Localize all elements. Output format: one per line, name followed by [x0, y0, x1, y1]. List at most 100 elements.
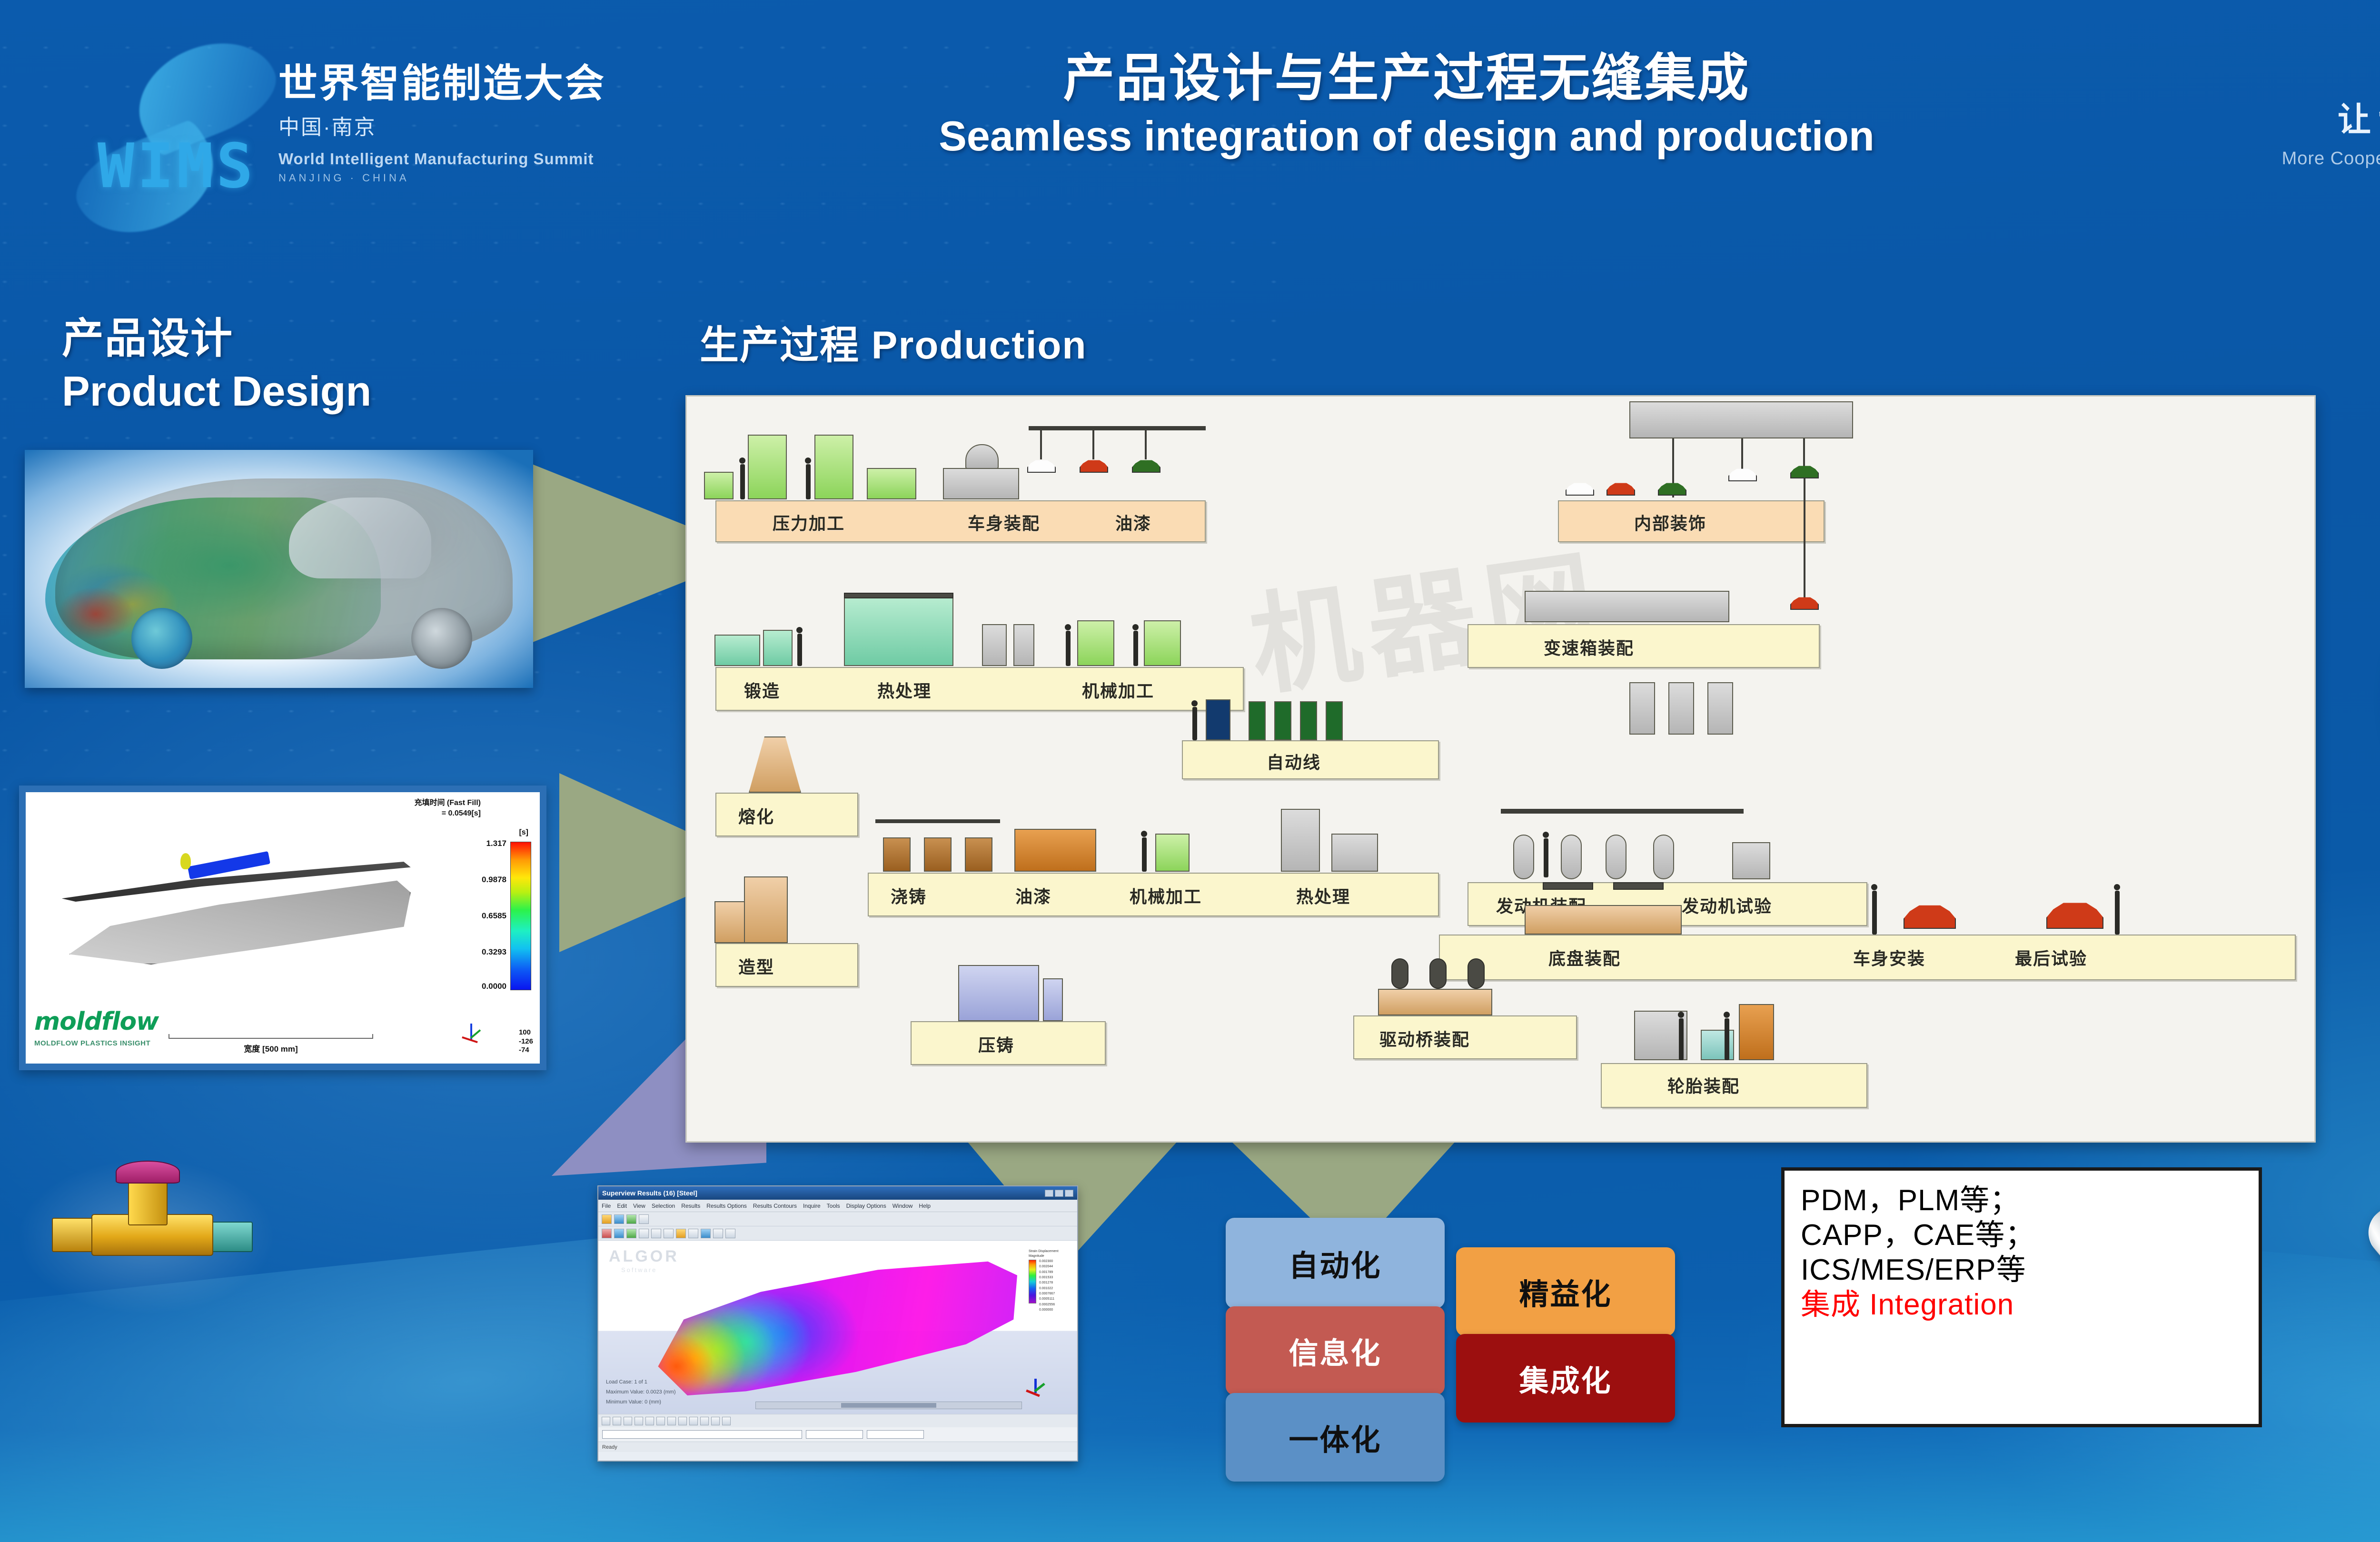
menu-item-results[interactable]: Results [681, 1202, 701, 1209]
bottom-tool-2-icon[interactable] [613, 1416, 621, 1425]
algor-bottom-toolbar[interactable] [598, 1414, 1077, 1427]
car-final-red-1 [1904, 905, 1956, 929]
toolbar-light-icon[interactable] [676, 1228, 686, 1238]
minimize-icon[interactable] [1045, 1189, 1053, 1197]
menu-item-selection[interactable]: Selection [651, 1202, 675, 1209]
menu-item-display-options[interactable]: Display Options [846, 1202, 886, 1209]
algor-field-row[interactable] [598, 1427, 1077, 1442]
machine-press-1 [704, 472, 734, 499]
bottom-tool-1-icon[interactable] [602, 1416, 610, 1425]
tire-stack [1739, 1004, 1774, 1060]
toolbar-probe-icon[interactable] [701, 1228, 711, 1238]
moldflow-tick-2: 0.6585 [482, 911, 506, 920]
capability-automation[interactable]: 自动化 [1226, 1218, 1445, 1308]
algor-menubar[interactable]: File Edit View Selection Results Results… [598, 1200, 1077, 1212]
moldflow-simulation-image: 充填时间 (Fast Fill) = 0.0549[s] [s] 1.317 0… [19, 786, 546, 1070]
bottom-tool-10-icon[interactable] [700, 1416, 709, 1425]
legend-value-8: 0.0002556 [1039, 1303, 1055, 1306]
toolbar-report-icon[interactable] [725, 1228, 735, 1238]
engine-unit-1 [1513, 835, 1534, 879]
moldflow-logo-subtitle: MOLDFLOW PLASTICS INSIGHT [34, 1039, 151, 1047]
legend-value-9: 0.000000 [1039, 1308, 1053, 1312]
bottom-tool-5-icon[interactable] [645, 1416, 654, 1425]
toolbar-new-icon[interactable] [602, 1214, 612, 1224]
station-label-melting: 熔化 [738, 807, 775, 826]
bottom-tool-4-icon[interactable] [635, 1416, 643, 1425]
machine-body-assembly-fixture [965, 444, 999, 469]
algor-cae-window[interactable]: Superview Results (16) [Steel] File Edit… [597, 1185, 1078, 1462]
toolbar-rotate-icon[interactable] [651, 1228, 661, 1238]
toolbar-print-icon[interactable] [639, 1214, 649, 1224]
casting-ladle-2 [924, 837, 952, 872]
toolbar-mesh-icon[interactable] [614, 1228, 624, 1238]
capability-integrated[interactable]: 集成化 [1456, 1334, 1675, 1423]
bottom-tool-12-icon[interactable] [722, 1416, 731, 1425]
toolbar-pan-icon[interactable] [664, 1228, 674, 1238]
band-die-casting [911, 1021, 1106, 1065]
car-vertical-red [1790, 597, 1819, 610]
band-casting-row [868, 873, 1439, 916]
toolbar-shade-icon[interactable] [626, 1228, 636, 1238]
bottom-tool-7-icon[interactable] [667, 1416, 676, 1425]
capability-lean[interactable]: 精益化 [1456, 1247, 1675, 1336]
worker-forging [797, 634, 802, 666]
menu-item-help[interactable]: Help [919, 1202, 931, 1209]
toolbar-save-icon[interactable] [626, 1214, 636, 1224]
toolbar-zoom-icon[interactable] [639, 1228, 649, 1238]
moldflow-view-coordinates: 100 -126 -74 [519, 1028, 533, 1055]
menu-item-view[interactable]: View [633, 1202, 645, 1209]
menu-item-results-options[interactable]: Results Options [706, 1202, 747, 1209]
machine-auto-line-1 [1206, 699, 1230, 740]
algor-legend-colorbar [1029, 1260, 1036, 1303]
car-front-wheel [131, 608, 193, 669]
band-chassis-row [1439, 935, 2296, 980]
toolbar-open-icon[interactable] [614, 1214, 624, 1224]
menu-item-file[interactable]: File [602, 1202, 611, 1209]
overhead-rail-engine [1501, 809, 1744, 814]
software-systems-box: PDM，PLM等； CAPP，CAE等； ICS/MES/ERP等 集成 Int… [1781, 1167, 2262, 1427]
worker-head-press-2 [805, 458, 811, 464]
algor-viewport[interactable]: ALGOR Software Strain Displacement Magni… [598, 1241, 1077, 1414]
product-design-label-en: Product Design [62, 368, 372, 415]
moldflow-colorbar [510, 842, 531, 990]
car-interior-red [1606, 483, 1635, 496]
bottom-tool-6-icon[interactable] [656, 1416, 665, 1425]
capability-informatization[interactable]: 信息化 [1226, 1306, 1445, 1395]
drive-axle-conveyor [1378, 989, 1492, 1015]
algor-animation-slider[interactable] [755, 1402, 1022, 1409]
close-icon[interactable] [1065, 1189, 1073, 1197]
menu-item-window[interactable]: Window [892, 1202, 913, 1209]
bottom-tool-11-icon[interactable] [711, 1416, 720, 1425]
car-on-line-red-1 [1080, 460, 1108, 473]
chassis-axle-1 [1543, 882, 1593, 890]
worker-head-body-install [1871, 884, 1877, 890]
paint-hanger-1 [1040, 430, 1042, 459]
maximize-icon[interactable] [1055, 1189, 1063, 1197]
robot-hand-globe-graphic [2313, 505, 2380, 1542]
algor-toolbar-row-2[interactable] [598, 1226, 1077, 1241]
machine-press-4 [867, 468, 916, 499]
slide-title-group: 产品设计与生产过程无缝集成 Seamless integration of de… [633, 48, 2180, 161]
machine-die-casting-aux [1043, 978, 1063, 1021]
algor-field-input-1[interactable] [602, 1430, 802, 1439]
station-label-press-working: 压力加工 [773, 514, 845, 533]
menu-item-tools[interactable]: Tools [826, 1202, 840, 1209]
toolbar-measure-icon[interactable] [688, 1228, 698, 1238]
toolbar-animate-icon[interactable] [713, 1228, 723, 1238]
menu-item-results-contours[interactable]: Results Contours [753, 1202, 797, 1209]
machine-heat-treat-2 [1281, 809, 1320, 872]
bottom-tool-9-icon[interactable] [689, 1416, 698, 1425]
algor-window-controls[interactable] [1045, 1189, 1073, 1197]
machine-auto-line-3 [1274, 701, 1291, 740]
algor-field-input-2[interactable] [806, 1430, 863, 1439]
menu-item-inquire[interactable]: Inquire [803, 1202, 821, 1209]
capability-integration-unified[interactable]: 一体化 [1226, 1393, 1445, 1482]
toolbar-contour-icon[interactable] [602, 1228, 612, 1238]
algor-field-input-3[interactable] [867, 1430, 924, 1439]
bottom-tool-8-icon[interactable] [678, 1416, 687, 1425]
slider-thumb[interactable] [841, 1403, 937, 1408]
car-window-shape [289, 497, 432, 578]
bottom-tool-3-icon[interactable] [624, 1416, 632, 1425]
algor-toolbar-row-1[interactable] [598, 1212, 1077, 1226]
menu-item-edit[interactable]: Edit [617, 1202, 627, 1209]
